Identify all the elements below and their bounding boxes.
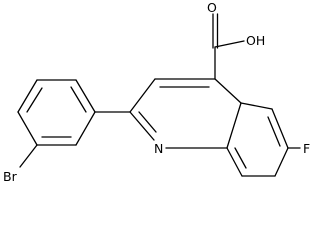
atom-labels: O OH N F Br (3, 0, 310, 184)
bond-c5-c6-inner (267, 116, 281, 147)
oxygen-label: O (207, 0, 217, 15)
bond-c4a-c5 (240, 102, 273, 110)
nitrogen-label: N (154, 141, 163, 156)
bond-c6-c7 (274, 147, 289, 177)
bond-c4p-c5p (17, 111, 38, 146)
bond-c5p-br (19, 144, 38, 168)
bond-c8-c8a-inner (234, 147, 247, 169)
bond-c6p-c1p (75, 111, 96, 146)
fluorine-label: F (303, 141, 310, 156)
bond-c4-c4a (214, 78, 242, 104)
bond-c8-c8a (226, 147, 243, 177)
bond-n1-c2 (129, 111, 155, 141)
molecule-structure: O OH N F Br (3, 0, 310, 184)
bond-c-oh (214, 40, 245, 48)
bond-c5-c6 (271, 108, 289, 149)
bond-c1p-c2p-inner (70, 86, 87, 113)
bond-c3p-c4p (17, 79, 38, 113)
bond-c4a-c8a (226, 102, 242, 149)
hydroxyl-label: OH (246, 33, 265, 48)
bond-n1-c2-inner (138, 111, 157, 133)
bond-c2-c3 (129, 78, 156, 113)
bonds (17, 13, 301, 177)
bond-c1p-c2p (75, 79, 96, 113)
bromine-label: Br (3, 169, 18, 184)
bond-c3p-c4p-inner (26, 87, 43, 113)
